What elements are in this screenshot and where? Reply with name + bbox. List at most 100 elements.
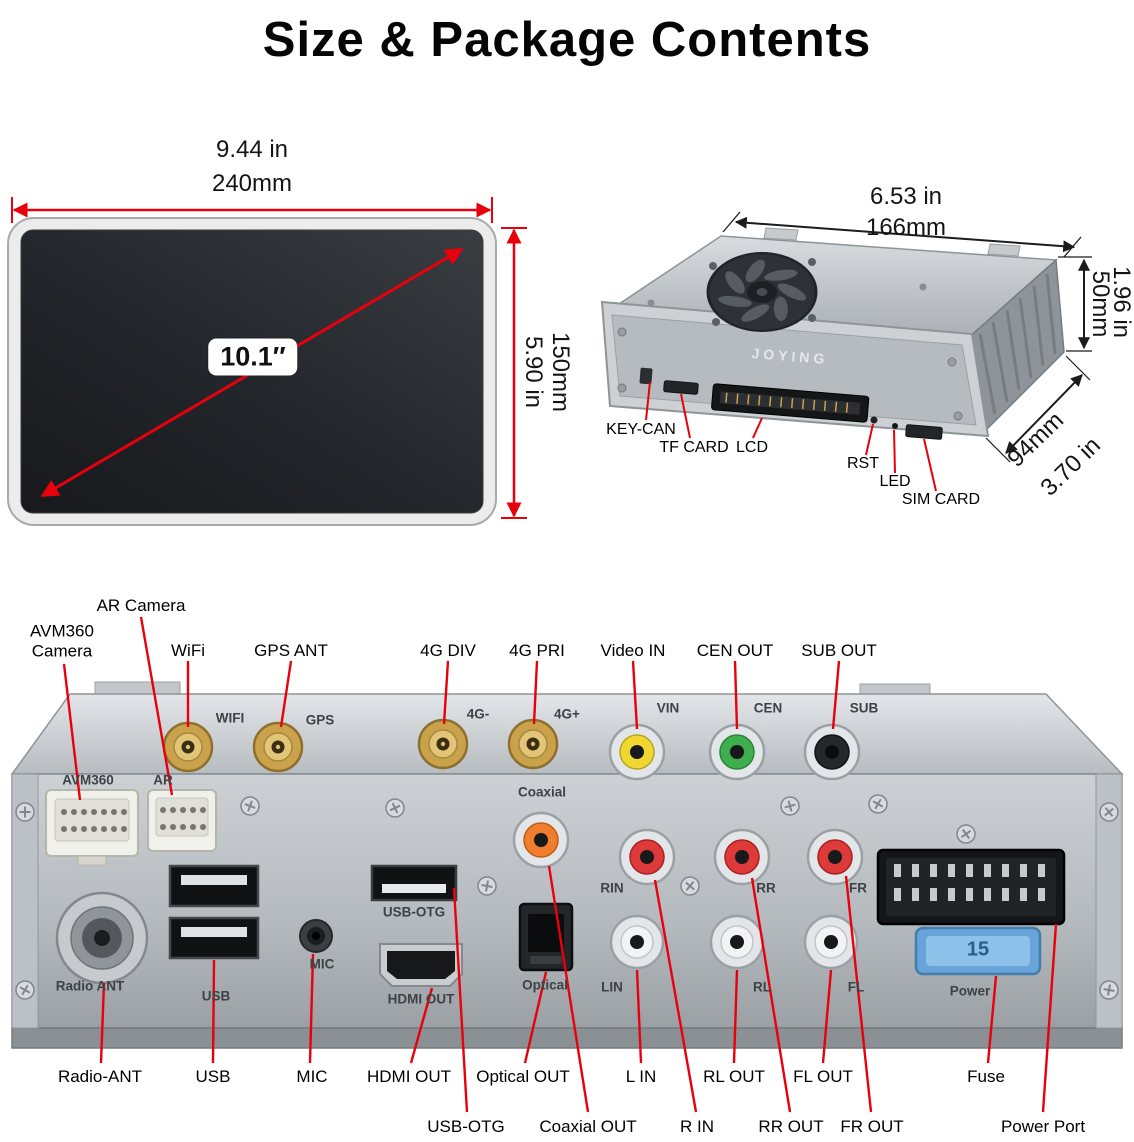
fr-out-jack bbox=[806, 828, 864, 886]
panel-print-4g-minus: 4G- bbox=[466, 706, 490, 722]
chassis-dimension-lines bbox=[722, 211, 1092, 463]
optical-out-label: Optical OUT bbox=[476, 1067, 570, 1087]
tf-card-label: TF CARD bbox=[659, 439, 729, 456]
led-indicator bbox=[892, 423, 898, 429]
panel-print-vin: VIN bbox=[656, 700, 680, 716]
panel-print-fr: FR bbox=[849, 880, 867, 896]
rl-out-label: RL OUT bbox=[703, 1067, 765, 1087]
fuse-rating-label: 15 bbox=[966, 938, 990, 961]
panel-print-optical: Optical bbox=[522, 977, 568, 993]
chassis-height-inches-label: 1.96 in bbox=[1108, 265, 1134, 339]
rst-hole bbox=[870, 416, 878, 424]
l-in-jack bbox=[609, 914, 665, 970]
power-connector bbox=[876, 848, 1066, 926]
panel-print-coaxial: Coaxial bbox=[517, 784, 567, 800]
rr-out-jack bbox=[713, 828, 771, 886]
screen-height-mm-label: 150mm bbox=[547, 331, 574, 413]
usb-otg-port bbox=[370, 864, 458, 902]
l-in-label: L IN bbox=[625, 1067, 657, 1087]
ar-camera-label: AR Camera bbox=[96, 596, 186, 616]
chassis-callout-lines bbox=[645, 381, 937, 492]
sub-out-jack bbox=[803, 723, 861, 781]
panel-print-usb-otg: USB-OTG bbox=[382, 904, 446, 920]
4g-pri-label: 4G PRI bbox=[509, 641, 565, 661]
fl-out-label: FL OUT bbox=[793, 1067, 853, 1087]
coaxial-out-label: Coaxial OUT bbox=[539, 1117, 637, 1137]
panel-print-rl: RL bbox=[753, 979, 771, 995]
page-title: Size & Package Contents bbox=[262, 13, 872, 67]
radio-ant-label: Radio-ANT bbox=[57, 1067, 143, 1087]
panel-print-fl: FL bbox=[847, 979, 865, 995]
rear-panel-bottom-lip bbox=[11, 1027, 1123, 1049]
screen-height-dimension-line bbox=[501, 227, 527, 519]
avm360-connector bbox=[45, 789, 139, 866]
panel-print-wifi: WIFI bbox=[215, 710, 245, 726]
chassis-width-inches-label: 6.53 in bbox=[869, 183, 943, 210]
hdmi-out-label: HDMI OUT bbox=[366, 1067, 452, 1087]
panel-print-mic: MIC bbox=[309, 956, 335, 972]
mic-label: MIC bbox=[296, 1067, 328, 1087]
screen-height-inches-label: 5.90 in bbox=[520, 335, 547, 409]
panel-print-hdmi-out: HDMI OUT bbox=[387, 991, 455, 1007]
panel-print-rin: RIN bbox=[600, 880, 624, 896]
radio-antenna-connector bbox=[55, 891, 149, 985]
panel-print-power: Power bbox=[949, 983, 991, 999]
tf-card-slot bbox=[663, 380, 699, 395]
usb-otg-label: USB-OTG bbox=[427, 1117, 505, 1137]
r-in-label: R IN bbox=[680, 1117, 714, 1137]
rear-callout-lines bbox=[62, 616, 1058, 1113]
video-in-jack bbox=[608, 723, 666, 781]
lcd-label: LCD bbox=[735, 439, 769, 456]
cen-out-jack bbox=[708, 723, 766, 781]
panel-print-lin: LIN bbox=[601, 979, 623, 995]
optical-port bbox=[518, 902, 574, 972]
cooling-fan bbox=[706, 252, 818, 332]
avm360-camera-label: AVM360 Camera bbox=[30, 621, 94, 660]
gps-ant-label: GPS ANT bbox=[254, 641, 328, 661]
panel-print-gps: GPS bbox=[305, 712, 335, 728]
sub-out-label: SUB OUT bbox=[801, 641, 877, 661]
screen-diagonal-label: 10.1″ bbox=[208, 338, 298, 376]
usb-ports bbox=[168, 864, 260, 960]
chassis-width-mm-label: 166mm bbox=[865, 214, 947, 241]
fuse-label: Fuse bbox=[967, 1067, 1005, 1087]
fr-out-label: FR OUT bbox=[840, 1117, 904, 1137]
screen-width-mm-label: 240mm bbox=[211, 170, 293, 197]
panel-print-sub: SUB bbox=[849, 700, 879, 716]
hdmi-port bbox=[379, 943, 463, 987]
fl-out-jack bbox=[803, 914, 859, 970]
wifi-antenna-connector bbox=[162, 721, 214, 773]
r-in-jack bbox=[618, 828, 676, 886]
video-in-label: Video IN bbox=[600, 641, 666, 661]
4g-div-label: 4G DIV bbox=[420, 641, 476, 661]
panel-print-rr: RR bbox=[756, 880, 776, 896]
key-can-label: KEY-CAN bbox=[606, 421, 676, 438]
rr-out-label: RR OUT bbox=[758, 1117, 824, 1137]
led-label: LED bbox=[879, 473, 911, 490]
screen-width-inches-label: 9.44 in bbox=[215, 136, 289, 163]
key-can-slot bbox=[639, 367, 653, 385]
rl-out-jack bbox=[709, 914, 765, 970]
lcd-connector bbox=[711, 383, 870, 423]
fuse bbox=[914, 926, 1042, 976]
sim-card-slot bbox=[905, 424, 943, 440]
cen-out-label: CEN OUT bbox=[696, 641, 774, 661]
power-port-label: Power Port bbox=[1000, 1117, 1086, 1137]
ar-camera-connector bbox=[147, 789, 217, 852]
wifi-label: WiFi bbox=[171, 641, 205, 661]
panel-print-radio-ant: Radio ANT bbox=[55, 978, 125, 994]
screw bbox=[15, 802, 35, 822]
panel-print-ar: AR bbox=[153, 772, 173, 788]
4g-div-antenna-connector bbox=[417, 718, 469, 770]
4g-pri-antenna-connector bbox=[507, 718, 559, 770]
panel-print-cen: CEN bbox=[753, 700, 783, 716]
screen-width-dimension-line bbox=[11, 197, 493, 223]
sim-card-label: SIM CARD bbox=[901, 491, 981, 508]
mic-jack bbox=[299, 919, 333, 953]
usb-label: USB bbox=[195, 1067, 231, 1087]
gps-antenna-connector bbox=[252, 721, 304, 773]
panel-print-usb: USB bbox=[201, 988, 231, 1004]
coaxial-out-jack bbox=[512, 811, 570, 869]
panel-print-4g-plus: 4G+ bbox=[554, 706, 580, 722]
